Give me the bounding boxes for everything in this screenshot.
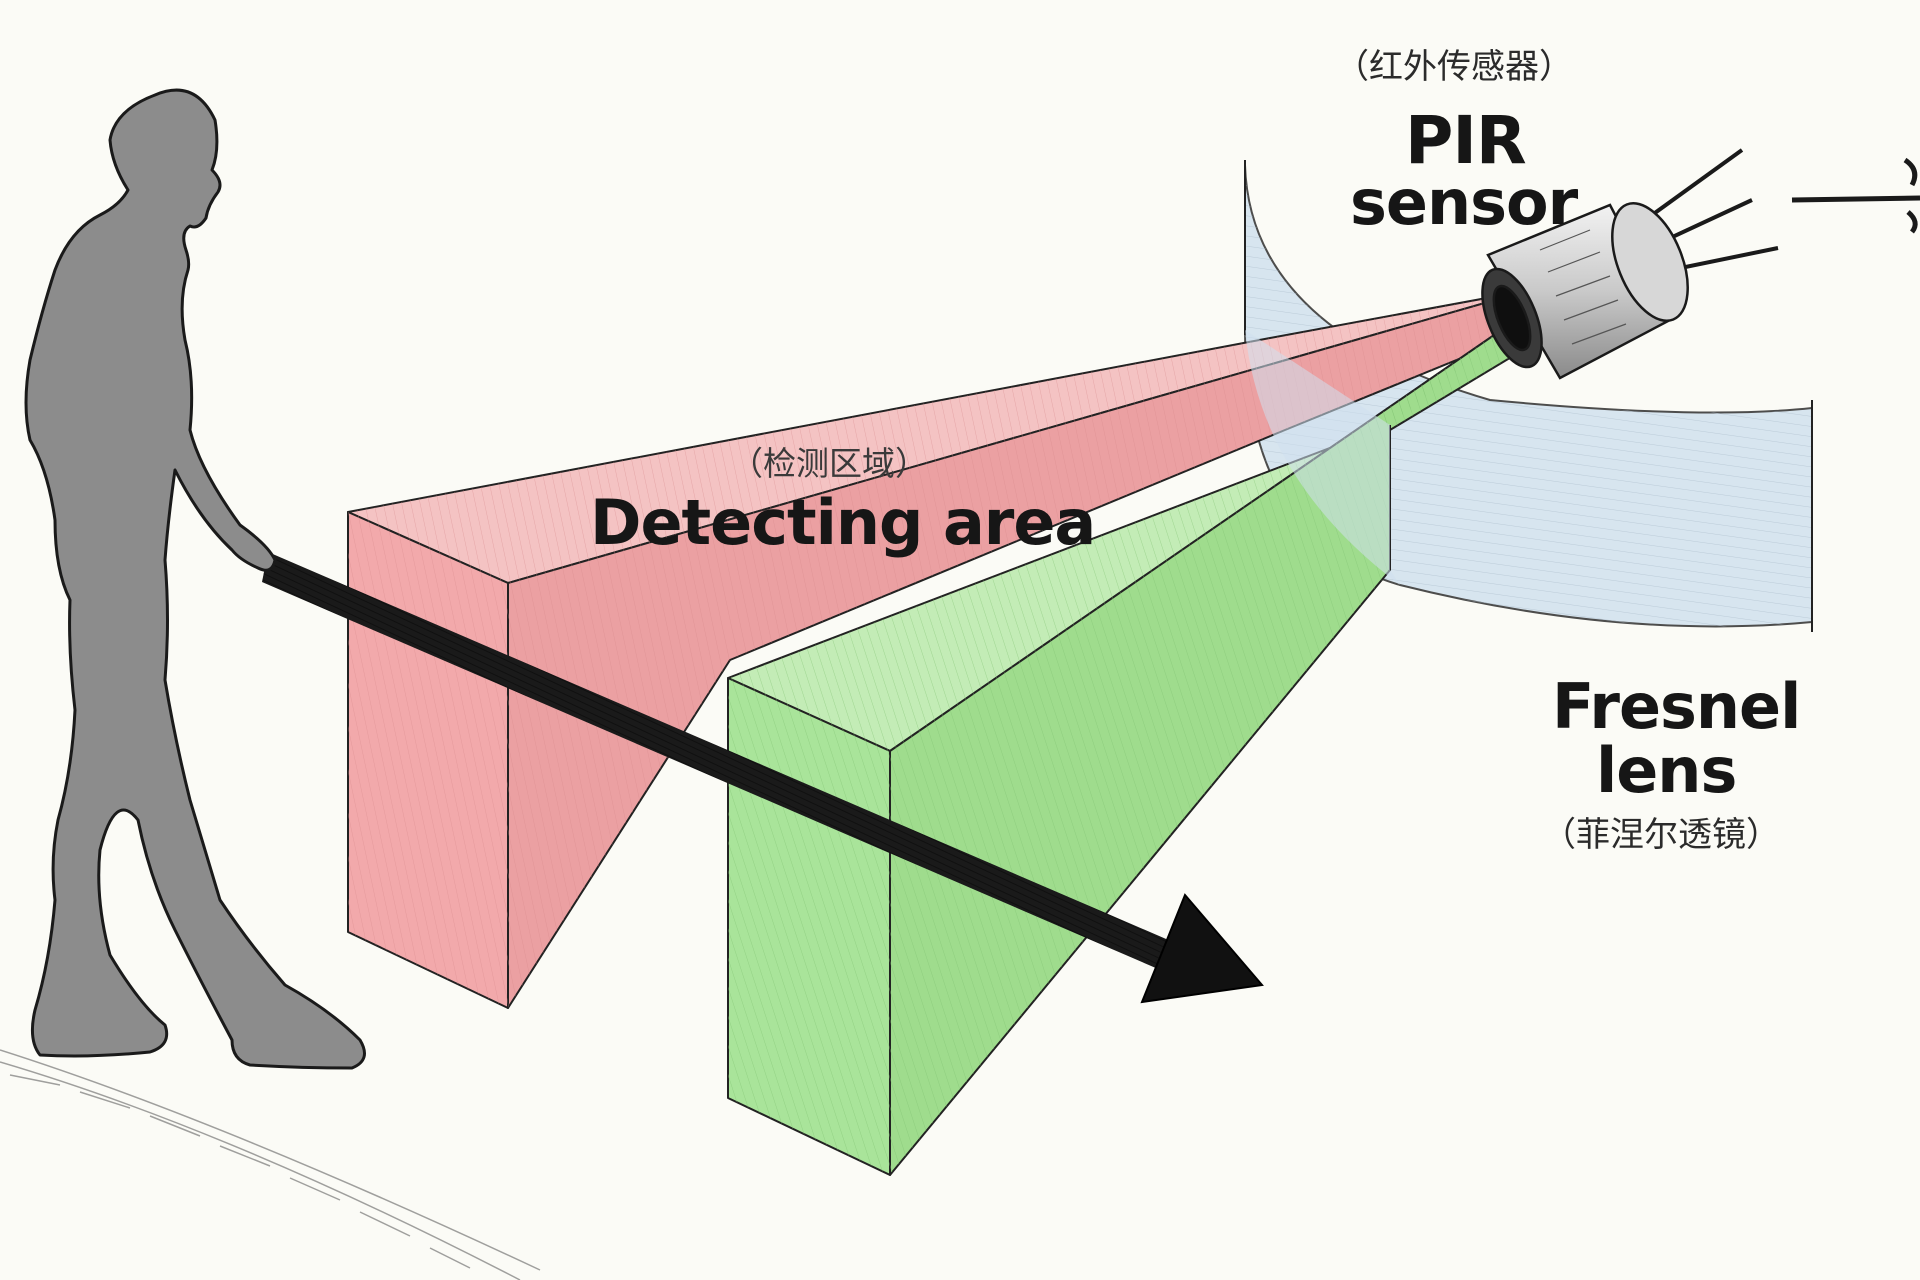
lens-overlap: [1245, 330, 1400, 585]
pir-sensor-chinese-label: （红外传感器）: [1335, 47, 1573, 87]
detecting-area-chinese-label: （检测区域）: [730, 444, 928, 483]
fresnel-lens-chinese-label: （菲涅尔透镜）: [1542, 815, 1780, 855]
fresnel-lens-label-line2: lens: [1596, 734, 1737, 807]
ground-lines: [0, 1049, 541, 1280]
arrow-right-icon: [262, 552, 1264, 1004]
pir-sensor-label-line2: sensor: [1350, 166, 1578, 239]
pir-sensor-icon: [1481, 148, 1779, 380]
fresnel-lens-label-line1: Fresnel: [1552, 670, 1801, 743]
pir-sensor-label-line1: PIR: [1405, 102, 1527, 179]
person-silhouette-icon: [24, 88, 366, 1070]
detecting-area-label: Detecting area: [590, 486, 1096, 559]
detection-zone-red: [347, 289, 1531, 1009]
edge-arrow-icon: [1791, 157, 1920, 234]
